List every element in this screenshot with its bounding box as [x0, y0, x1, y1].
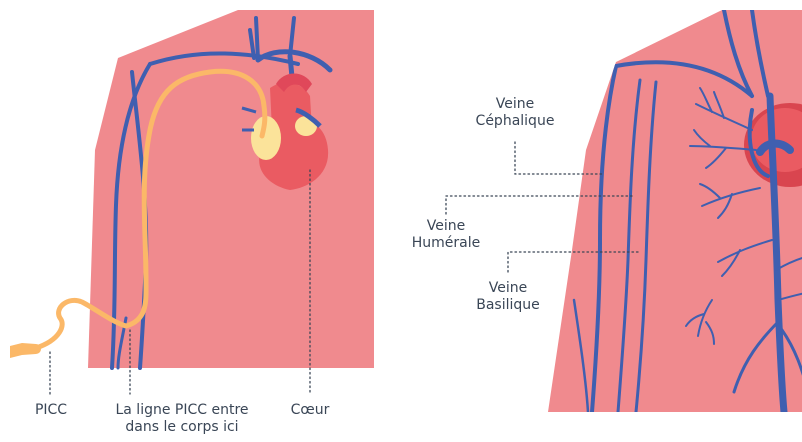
- basilic-vein-label: Veine Basilique: [458, 280, 558, 314]
- entry-point-label-line2: dans le corps ici: [96, 419, 268, 436]
- left-torso-panel: [10, 10, 374, 394]
- humeral-vein-label-line2: Humérale: [396, 235, 496, 252]
- entry-point-label-line1: La ligne PICC entre: [96, 402, 268, 419]
- picc-hub: [31, 344, 41, 354]
- cephalic-vein-label: Veine Céphalique: [455, 96, 575, 130]
- humeral-vein-label: Veine Humérale: [396, 218, 496, 252]
- right-torso-panel: [446, 10, 802, 412]
- left-torso-silhouette: [88, 10, 374, 368]
- cephalic-vein-label-line1: Veine: [455, 96, 575, 113]
- basilic-vein-label-line2: Basilique: [458, 297, 558, 314]
- entry-point-label: La ligne PICC entre dans le corps ici: [96, 402, 268, 436]
- heart-label: Cœur: [280, 402, 340, 419]
- basilic-vein-label-line1: Veine: [458, 280, 558, 297]
- picc-label: PICC: [22, 402, 80, 419]
- left-neck-vein-a: [256, 18, 258, 60]
- cephalic-vein-label-line2: Céphalique: [455, 113, 575, 130]
- humeral-vein-label-line1: Veine: [396, 218, 496, 235]
